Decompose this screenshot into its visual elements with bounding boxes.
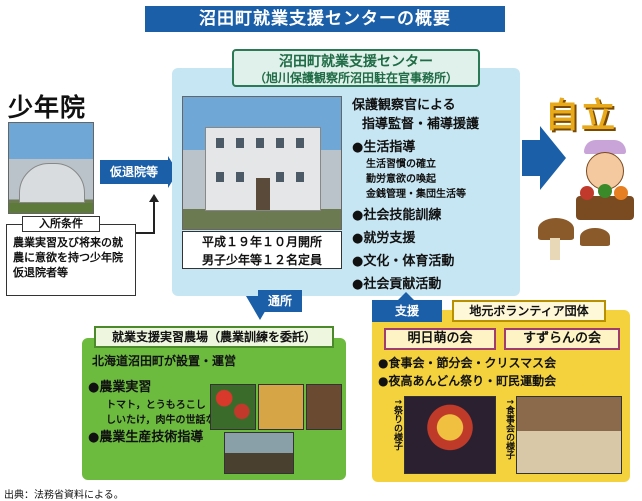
entry-condition-box: 農業実習及び将来の就農に意欲を持つ少年院仮退院者等 — [6, 224, 136, 296]
entry-condition-label: 入所条件 — [22, 216, 100, 232]
festival-caption: ↑祭りの様子 — [392, 398, 402, 451]
farm-operator: 北海道沼田町が設置・運営 — [92, 354, 237, 368]
tomato-photo — [210, 384, 256, 430]
farm-practice-detail-2: しいたけ，肉牛の世話など — [106, 415, 226, 426]
arrow-to-independence — [522, 140, 542, 176]
services-lead-2: 指導監督・補導援護 — [362, 117, 480, 132]
center-services: 保護観察官による 指導監督・補導援護 ●生活指導 生活習慣の確立 勤労意欲の喚起… — [352, 96, 520, 294]
arrow-right-icon — [540, 126, 566, 190]
condition-connector — [136, 232, 154, 234]
service-social-skills: ●社会技能訓練 — [352, 208, 442, 223]
meal-photo — [516, 396, 622, 474]
service-employment: ●就労支援 — [352, 231, 416, 246]
services-lead-1: 保護観察官による — [352, 98, 456, 113]
service-culture-sports: ●文化・体育活動 — [352, 254, 455, 269]
farm-practice-detail-1: トマト，とうもろこし — [106, 400, 206, 411]
center-header: 沼田町就業支援センター （旭川保護観察所沼田駐在官事務所） — [232, 49, 480, 87]
source-credit: 出典：法務省資料による。 — [4, 490, 124, 501]
activity-meals: ●食事会・節分会・クリスマス会 — [378, 356, 557, 370]
group-ashitamoe: 明日萌の会 — [384, 328, 496, 350]
provisional-release-label: 仮退院等 — [100, 160, 168, 184]
volunteer-activities: ●食事会・節分会・クリスマス会 ●夜高あんどん祭り・町民運動会 — [378, 354, 628, 390]
group-suzuran: すずらんの会 — [504, 328, 620, 350]
service-life-guidance: ●生活指導 — [352, 140, 416, 155]
support-arrow-up — [396, 292, 416, 302]
activity-festival: ●夜高あんどん祭り・町民運動会 — [378, 374, 557, 388]
entry-condition-text: 農業実習及び将来の就農に意欲を持つ少年院仮退院者等 — [13, 236, 123, 279]
center-capacity: 男子少年等１２名定員 — [201, 253, 322, 267]
farm-technique: ●農業生産技術指導 — [88, 430, 204, 445]
service-sub-habits: 生活習慣の確立 — [366, 159, 436, 170]
service-community: ●社会貢献活動 — [352, 277, 442, 292]
mushroom-photo — [306, 384, 342, 430]
juvenile-school-label: 少年院 — [8, 93, 87, 122]
service-sub-motivation: 勤労意欲の喚起 — [366, 174, 436, 185]
service-sub-money: 金銭管理・集団生活等 — [366, 189, 466, 200]
cattle-photo — [224, 432, 294, 474]
up-arrow-icon — [149, 194, 159, 202]
center-photo-caption: 平成１９年１０月開所 男子少年等１２名定員 — [182, 231, 342, 269]
center-opened: 平成１９年１０月開所 — [201, 235, 322, 249]
farm-title: 就業支援実習農場（農業訓練を委託） — [94, 326, 334, 348]
farmer-illustration — [538, 140, 636, 260]
independence-label: 自立 — [545, 96, 617, 136]
farm-practice: ●農業実習 — [88, 380, 152, 395]
center-name: 沼田町就業支援センター — [279, 54, 433, 70]
center-office: （旭川保護観察所沼田駐在官事務所） — [253, 71, 458, 85]
diagram-title: 沼田町就業支援センターの概要 — [145, 6, 505, 32]
farm-content: 北海道沼田町が設置・運営 ●農業実習 トマト，とうもろこし しいたけ，肉牛の世話… — [88, 352, 342, 448]
corn-photo — [258, 384, 304, 430]
condition-connector-up — [153, 200, 155, 234]
center-building-photo — [182, 96, 342, 230]
juvenile-school-photo — [8, 122, 94, 214]
support-label: 支援 — [372, 300, 442, 322]
festival-photo — [404, 396, 496, 474]
volunteer-title: 地元ボランティア団体 — [452, 300, 606, 322]
commute-label: 通所 — [258, 290, 302, 312]
meal-caption: ↑食事会の様子 — [504, 398, 514, 460]
